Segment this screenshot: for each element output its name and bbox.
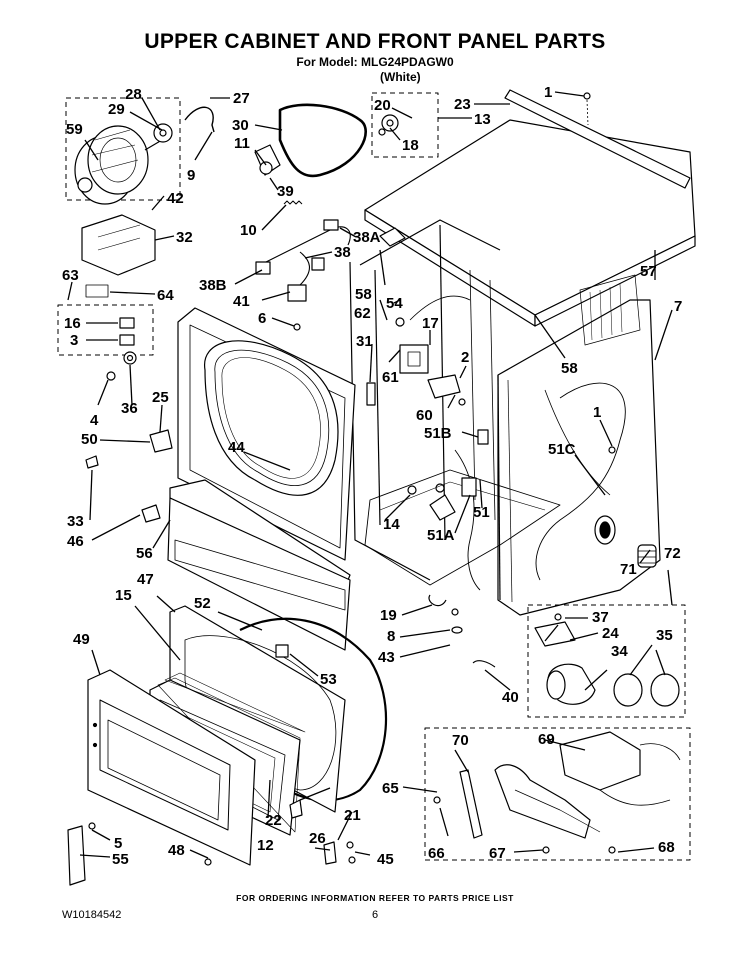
callout-72: 72 [664, 545, 681, 562]
callout-1b: 1 [593, 404, 601, 421]
callout-47: 47 [137, 571, 154, 588]
toe-panels-drawing [167, 479, 351, 651]
callout-70: 70 [452, 732, 469, 749]
callout-66: 66 [428, 845, 445, 862]
callout-51c: 51C [548, 441, 576, 458]
callout-56: 56 [136, 545, 153, 562]
callout-39: 39 [277, 183, 294, 200]
callout-17: 17 [422, 315, 439, 332]
callout-44: 44 [228, 439, 245, 456]
callout-60: 60 [416, 407, 433, 424]
callout-25: 25 [152, 389, 169, 406]
callout-51b: 51B [424, 425, 452, 442]
callout-22: 22 [265, 812, 282, 829]
callout-6: 6 [258, 310, 266, 327]
callout-3: 3 [70, 332, 78, 349]
callout-71: 71 [620, 561, 637, 578]
callout-14: 14 [383, 516, 400, 533]
model-subtitle: For Model: MLG24PDAGW0 [296, 55, 454, 69]
callout-40: 40 [502, 689, 519, 706]
callout-67: 67 [489, 845, 506, 862]
callout-51: 51 [473, 504, 490, 521]
callout-11: 11 [234, 135, 250, 152]
callout-55: 55 [112, 851, 129, 868]
callout-35: 35 [656, 627, 673, 644]
callout-46: 46 [67, 533, 84, 550]
callout-48: 48 [168, 842, 185, 859]
page-title: UPPER CABINET AND FRONT PANEL PARTS [144, 30, 606, 53]
callout-38a: 38A [353, 229, 381, 246]
callout-38b: 38B [199, 277, 227, 294]
callout-59: 59 [66, 121, 83, 138]
callout-28: 28 [125, 86, 142, 103]
callout-10: 10 [240, 222, 257, 239]
callout-5: 5 [114, 835, 122, 852]
callout-51a: 51A [427, 527, 455, 544]
callout-7: 7 [674, 298, 682, 315]
callout-19: 19 [380, 607, 397, 624]
callout-38: 38 [334, 244, 351, 261]
callout-27: 27 [233, 90, 250, 107]
callout-54: 54 [386, 295, 403, 312]
callout-68: 68 [658, 839, 675, 856]
callout-9: 9 [187, 167, 195, 184]
callout-65: 65 [382, 780, 399, 797]
callout-63: 63 [62, 267, 79, 284]
document-number: W10184542 [62, 909, 122, 921]
callout-61: 61 [382, 369, 399, 386]
callout-58: 58 [355, 286, 372, 303]
callout-23: 23 [454, 96, 471, 113]
callout-58b: 58 [561, 360, 578, 377]
callout-18: 18 [402, 137, 419, 154]
callout-62: 62 [354, 305, 371, 322]
callout-29: 29 [108, 101, 125, 118]
color-subtitle: (White) [380, 70, 421, 84]
callout-2: 2 [461, 349, 469, 366]
callout-32: 32 [176, 229, 193, 246]
callout-37: 37 [592, 609, 609, 626]
callout-53: 53 [320, 671, 337, 688]
callout-labels: 1 23 13 20 18 28 27 29 59 30 11 9 39 42 … [62, 84, 682, 868]
callout-64: 64 [157, 287, 174, 304]
motor-drawing [65, 97, 367, 276]
callout-13: 13 [474, 111, 491, 128]
door-assembly-drawing [67, 605, 388, 886]
callout-16: 16 [64, 315, 81, 332]
callout-36: 36 [121, 400, 138, 417]
callout-26: 26 [309, 830, 326, 847]
leader-lines [67, 91, 673, 859]
page-number: 6 [372, 909, 379, 921]
callout-4: 4 [90, 412, 99, 429]
callout-21: 21 [344, 807, 361, 824]
callout-31: 31 [356, 333, 373, 350]
callout-8: 8 [387, 628, 395, 645]
callout-12: 12 [257, 837, 274, 854]
callout-1: 1 [544, 84, 552, 101]
ordering-note: FOR ORDERING INFORMATION REFER TO PARTS … [236, 893, 514, 903]
callout-30: 30 [232, 117, 249, 134]
callout-45: 45 [377, 851, 394, 868]
callout-33: 33 [67, 513, 84, 530]
callout-20: 20 [374, 97, 391, 114]
callout-42: 42 [167, 190, 184, 207]
callout-69: 69 [538, 731, 555, 748]
callout-43: 43 [378, 649, 395, 666]
callout-41: 41 [233, 293, 250, 310]
callout-24: 24 [602, 625, 619, 642]
cabinet-drawing [349, 89, 696, 616]
callout-49: 49 [73, 631, 90, 648]
callout-57: 57 [640, 263, 657, 280]
callout-34: 34 [611, 643, 628, 660]
callout-50: 50 [81, 431, 98, 448]
callout-52: 52 [194, 595, 211, 612]
callout-15: 15 [115, 587, 132, 604]
